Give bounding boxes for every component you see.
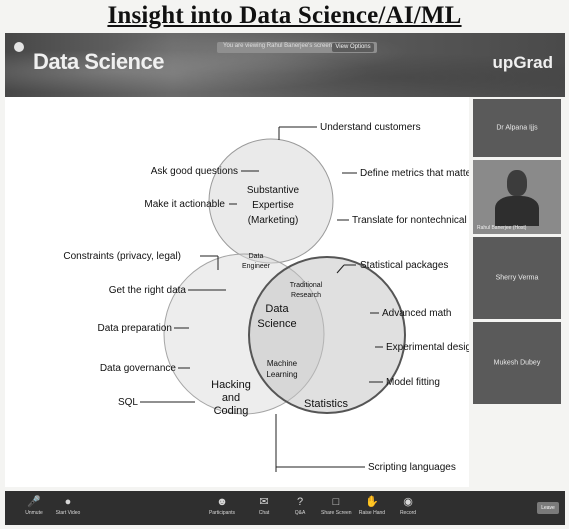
participant-video-tile[interactable]: Rahul Banerjee (Host)	[473, 160, 561, 234]
banner-title: Data Science	[33, 49, 164, 74]
venn-annotation-right: Experimental design	[386, 342, 469, 353]
venn-circle-statistics	[248, 256, 406, 414]
chat-icon: ✉	[259, 496, 269, 508]
venn-label-hacking: Coding	[214, 405, 249, 417]
page-title: Insight into Data Science/AI/ML	[107, 2, 462, 29]
participant-head	[507, 170, 527, 196]
participants-label: Participants	[208, 510, 236, 516]
venn-overlap-data-engineer: Engineer	[242, 263, 271, 270]
leave-button[interactable]: Leave	[537, 502, 559, 514]
venn-overlap-traditional-research: Traditional	[290, 282, 323, 289]
screen-share-notice: You are viewing Rahul Banerjee's screen	[223, 43, 332, 49]
record-button[interactable]: ◉ Record	[393, 495, 423, 517]
venn-label-expertise: Expertise	[252, 200, 294, 211]
venn-label-expertise: Substantive	[247, 185, 300, 196]
venn-overlap-data-engineer: Data	[249, 253, 264, 260]
video-camera-icon: ●	[64, 496, 72, 508]
venn-label-expertise: (Marketing)	[248, 215, 299, 226]
participant-tile[interactable]: Dr Alpana Ijjs	[473, 99, 561, 157]
participant-name: Mukesh Dubey	[493, 359, 541, 367]
qa-label: Q&A	[294, 510, 306, 516]
meeting-toolbar: 🎤 Unmute ● Start Video ☻ Participants ✉ …	[5, 491, 565, 525]
raise-hand-label: Raise Hand	[358, 510, 386, 516]
venn-overlap-machine-learning: Learning	[266, 370, 297, 379]
venn-overlap-traditional-research: Research	[291, 292, 321, 299]
venn-annotation-right: Translate for nontechnical aud	[352, 215, 469, 226]
venn-annotation-left: Constraints (privacy, legal)	[63, 251, 181, 262]
participant-tile[interactable]: Sherry Verma	[473, 237, 561, 319]
share-screen-button[interactable]: □ Share Screen	[321, 495, 352, 517]
participant-tile[interactable]: Mukesh Dubey	[473, 322, 561, 404]
start-video-button[interactable]: ● Start Video	[53, 495, 83, 517]
unmute-button[interactable]: 🎤 Unmute	[19, 495, 49, 517]
venn-overlap-data-science: Science	[257, 318, 296, 330]
chat-button[interactable]: ✉ Chat	[249, 495, 279, 517]
screen-share-bar: You are viewing Rahul Banerjee's screen …	[217, 42, 377, 53]
presentation-banner: Data Science You are viewing Rahul Baner…	[5, 33, 565, 97]
raise-hand-button[interactable]: ✋ Raise Hand	[357, 495, 387, 517]
unmute-label: Unmute	[25, 510, 43, 516]
chat-label: Chat	[258, 510, 270, 516]
venn-annotation-left: Ask good questions	[151, 166, 238, 177]
start-video-label: Start Video	[55, 510, 81, 516]
view-options-button[interactable]: View Options	[332, 43, 374, 52]
participant-name: Rahul Banerjee (Host)	[477, 225, 527, 231]
venn-annotation-left: Make it actionable	[144, 199, 225, 210]
share-screen-label: Share Screen	[321, 510, 352, 516]
venn-label-statistics: Statistics	[304, 398, 349, 410]
venn-annotation-right: Statistical packages	[360, 260, 448, 271]
participant-name: Dr Alpana Ijjs	[496, 124, 538, 132]
venn-annotation-left: Data preparation	[98, 323, 173, 334]
banner-logo-dot-icon	[14, 42, 24, 52]
participants-icon: ☻	[216, 496, 228, 508]
participant-body	[495, 196, 539, 226]
venn-annotation-left: SQL	[118, 397, 138, 408]
venn-annotation-right: Understand customers	[320, 122, 421, 133]
participants-button[interactable]: ☻ Participants	[207, 495, 237, 517]
participant-name: Sherry Verma	[495, 274, 539, 282]
venn-label-hacking: and	[222, 392, 240, 404]
venn-overlap-machine-learning: Machine	[267, 359, 298, 368]
venn-label-hacking: Hacking	[211, 379, 251, 391]
venn-annotation-left: Data governance	[100, 363, 177, 374]
participant-panel: Dr Alpana Ijjs Rahul Banerjee (Host) She…	[469, 97, 565, 487]
venn-annotation-right: Define metrics that matter	[360, 168, 469, 179]
venn-overlap-data-science: Data	[265, 303, 289, 315]
venn-annotation-right: Advanced math	[382, 308, 452, 319]
venn-annotation-right: Scripting languages	[368, 462, 456, 473]
question-icon: ?	[296, 496, 304, 508]
raise-hand-icon: ✋	[365, 496, 379, 508]
record-label: Record	[399, 510, 417, 516]
venn-annotation-left: Get the right data	[109, 285, 187, 296]
record-icon: ◉	[403, 496, 413, 508]
brand-logo: upGrad	[492, 53, 553, 72]
microphone-icon: 🎤	[27, 496, 41, 508]
qa-button[interactable]: ? Q&A	[285, 495, 315, 517]
share-screen-icon: □	[332, 496, 340, 508]
leader-line	[336, 264, 345, 274]
venn-annotation-right: Model fitting	[386, 377, 440, 388]
